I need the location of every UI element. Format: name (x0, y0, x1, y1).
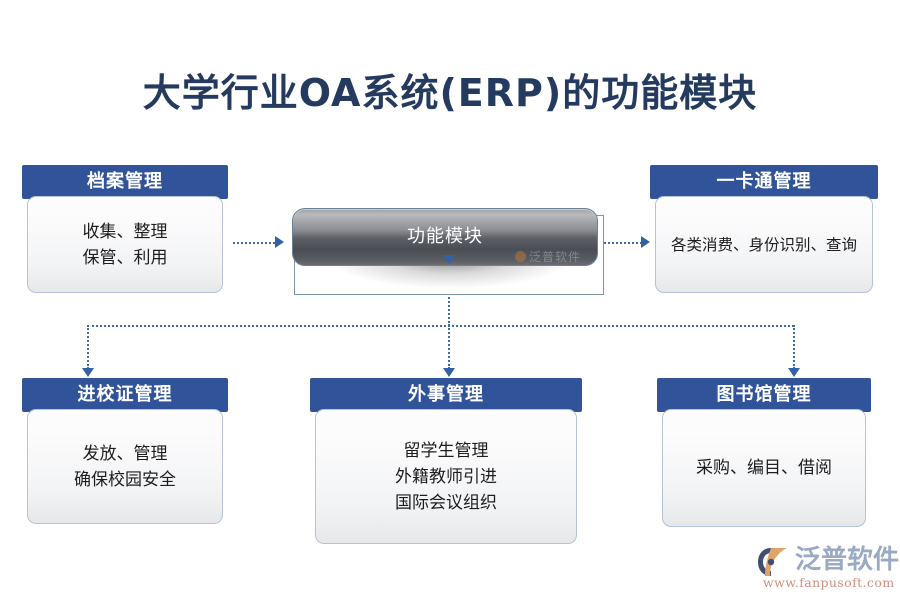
arrow-bus-to-foreign (443, 368, 455, 377)
card-pass-body: 发放、管理 确保校园安全 (27, 409, 223, 524)
arrow-archive-to-center (275, 236, 284, 248)
card-campuscard-header: 一卡通管理 (650, 165, 878, 199)
connector-archive-to-center (233, 242, 275, 244)
watermark-dot-icon (514, 251, 526, 262)
arrow-bus-to-pass (82, 368, 94, 377)
card-library-header: 图书馆管理 (657, 378, 871, 412)
connector-bus (87, 325, 794, 327)
arrow-bus-to-library (788, 368, 800, 377)
card-campuscard-body: 各类消费、身份识别、查询 (655, 196, 873, 293)
center-node-watermark: 泛普软件 (514, 250, 581, 264)
arrow-center-down (443, 255, 455, 264)
fanpu-logo-icon (758, 548, 787, 576)
card-foreign-line-2: 外籍教师引进 (395, 466, 497, 487)
card-library-line-1: 采购、编目、借阅 (696, 458, 832, 478)
card-archive-body: 收集、整理 保管、利用 (27, 196, 223, 293)
card-library-body: 采购、编目、借阅 (662, 409, 866, 527)
connector-bus-to-library (793, 325, 795, 369)
card-pass-line-2: 确保校园安全 (74, 469, 176, 490)
card-archive-line-2: 保管、利用 (82, 247, 168, 268)
connector-bus-to-pass (87, 325, 89, 369)
connector-center-to-campuscard (604, 242, 642, 244)
card-foreign-line-3: 国际会议组织 (395, 492, 497, 513)
card-campuscard-line-1: 各类消费、身份识别、查询 (670, 235, 857, 254)
card-pass-header: 进校证管理 (22, 378, 228, 412)
center-node-functional-modules[interactable]: 功能模块 泛普软件 (292, 208, 598, 266)
card-foreign-body: 留学生管理 外籍教师引进 国际会议组织 (315, 409, 577, 544)
brand-watermark: 泛普软件 www.fanpusoft.com (757, 545, 899, 593)
card-foreign-line-1: 留学生管理 (403, 440, 489, 461)
page-title: 大学行业OA系统(ERP)的功能模块 (142, 71, 758, 115)
card-pass-line-1: 发放、管理 (82, 443, 168, 464)
connector-bus-to-foreign (448, 325, 450, 369)
brand-name: 泛普软件 (795, 545, 900, 575)
brand-url: www.fanpusoft.com (763, 575, 895, 590)
card-archive-header: 档案管理 (22, 165, 228, 199)
center-node-watermark-text: 泛普软件 (528, 250, 581, 264)
card-foreign-header: 外事管理 (310, 378, 582, 412)
arrow-center-to-campuscard (641, 236, 650, 248)
card-archive-line-1: 收集、整理 (82, 221, 168, 242)
center-node-label: 功能模块 (407, 226, 483, 247)
